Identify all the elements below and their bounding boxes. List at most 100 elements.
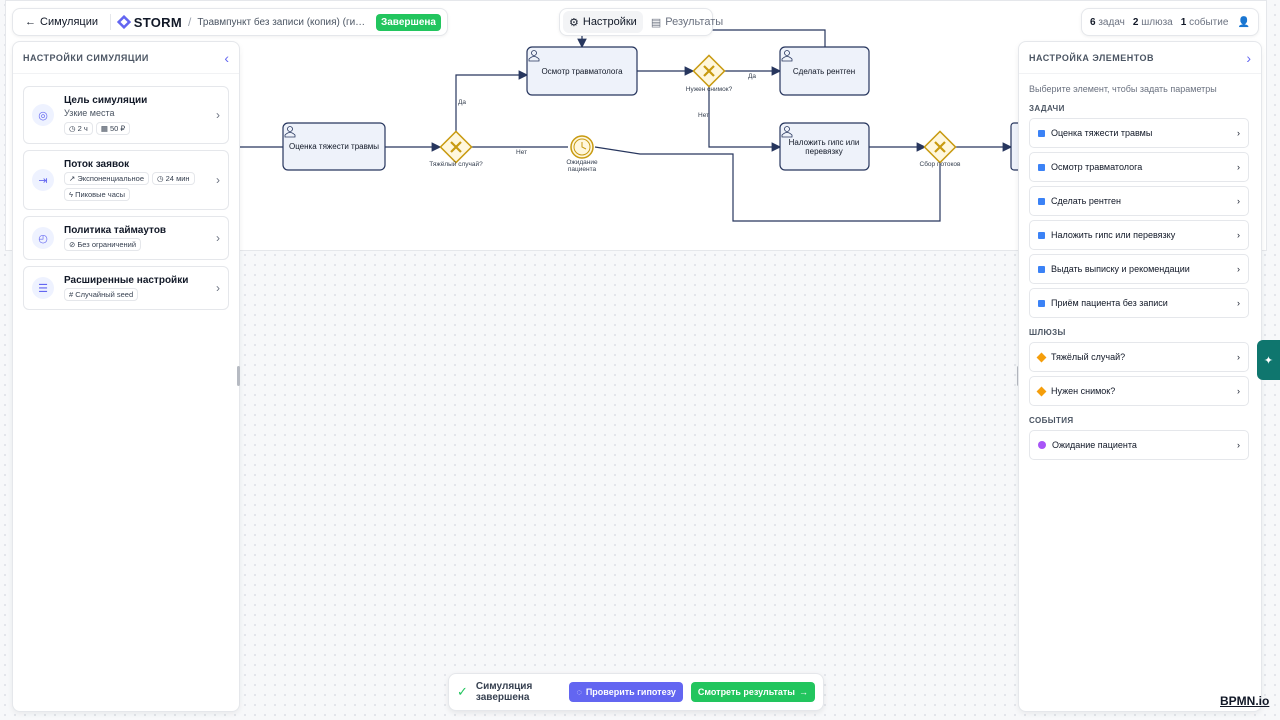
flow-label: Нет — [516, 149, 527, 156]
back-button[interactable]: ← Симуляции — [19, 16, 104, 28]
storm-logo[interactable]: STORM — [116, 14, 182, 30]
events-count: 1 событие — [1180, 16, 1229, 28]
tab-label: Результаты — [665, 16, 724, 28]
card-title: Политика таймаутов — [64, 225, 167, 236]
flow-line[interactable] — [594, 146, 941, 222]
collapse-left-icon[interactable]: ‹ — [224, 49, 229, 66]
chip-duration: ◷ 2 ч — [64, 122, 93, 135]
gateway-label: Нужен снимок? — [686, 86, 733, 93]
card-timeout-policy[interactable]: ◴ Политика таймаутов ⊘ Без ограничений › — [23, 216, 229, 260]
logo-text: STORM — [133, 14, 182, 30]
chevron-right-icon: › — [216, 281, 220, 295]
gateway-diamond-icon — [1036, 386, 1047, 396]
breadcrumb-separator: / — [188, 15, 192, 29]
section-tasks: ЗАДАЧИ — [1029, 104, 1065, 113]
task-square-icon — [1038, 197, 1045, 205]
bpmn-io-watermark[interactable]: BPMN.io — [1220, 694, 1270, 708]
section-gateways: ШЛЮЗЫ — [1029, 328, 1066, 337]
sparkle-icon: ✦ — [1263, 354, 1274, 367]
chevron-right-icon: › — [216, 231, 220, 245]
element-task-assess[interactable]: Оценка тяжести травмы› — [1029, 118, 1249, 148]
flow-line[interactable] — [708, 87, 782, 152]
chevron-right-icon: › — [216, 108, 220, 122]
chip-interval: ◷ 24 мин — [152, 172, 195, 185]
gateway-diamond-icon — [1036, 352, 1047, 362]
task-label: Сделать рентген — [793, 67, 855, 76]
check-hypothesis-button[interactable]: ◌ Проверить гипотезу — [569, 682, 683, 702]
divider — [110, 14, 111, 30]
gateways-count: 2 шлюза — [1132, 16, 1173, 28]
task-label: перевязку — [805, 147, 842, 156]
element-settings-panel: НАСТРОЙКА ЭЛЕМЕНТОВ › Выберите элемент, … — [1018, 41, 1262, 712]
lightbulb-icon: ◌ — [576, 687, 582, 697]
chip-random-seed: # Случайный seed — [64, 288, 139, 301]
top-bar: ← Симуляции STORM / Травмпункт без запис… — [12, 8, 448, 36]
task-square-icon — [1038, 299, 1045, 307]
task-traumatologist-exam[interactable]: Осмотр травматолога — [526, 46, 638, 96]
element-task-discharge[interactable]: Выдать выписку и рекомендации› — [1029, 254, 1249, 284]
section-events: СОБЫТИЯ — [1029, 416, 1074, 425]
task-square-icon — [1038, 163, 1045, 171]
storm-logo-icon — [116, 15, 131, 29]
chip-no-limits: ⊘ Без ограничений — [64, 238, 142, 251]
element-event-waiting[interactable]: Ожидание пациента› — [1029, 430, 1249, 460]
element-task-exam[interactable]: Осмотр травматолога› — [1029, 152, 1249, 182]
bar-chart-icon: ▤ — [650, 16, 662, 29]
ai-assistant-tab[interactable]: ✦ — [1257, 340, 1280, 380]
tab-settings[interactable]: ⚙ Настройки — [563, 11, 643, 33]
chevron-right-icon: › — [1237, 298, 1240, 308]
gateway-label: Тяжёлый случай? — [429, 160, 483, 168]
gateway-merge[interactable]: Сбор потоков — [920, 130, 961, 168]
timer-event[interactable]: Ожидание пациента — [566, 135, 598, 173]
breadcrumb[interactable]: Травмпункт без записи (копия) (гипотеза)… — [197, 16, 370, 28]
element-gateway-severe[interactable]: Тяжёлый случай?› — [1029, 342, 1249, 372]
card-subtitle: Узкие места — [64, 108, 115, 118]
task-cast-bandage[interactable]: Наложить гипс или перевязку — [779, 122, 870, 171]
panel-title: НАСТРОЙКА ЭЛЕМЕНТОВ — [1029, 52, 1155, 63]
tasks-count: 6 задач — [1090, 16, 1125, 28]
chevron-right-icon: › — [1237, 162, 1240, 172]
tab-label: Настройки — [582, 16, 637, 28]
collapse-right-icon[interactable]: › — [1246, 49, 1251, 66]
element-gateway-xray[interactable]: Нужен снимок?› — [1029, 376, 1249, 406]
mode-tabs: ⚙ Настройки ▤ Результаты — [559, 8, 723, 36]
card-advanced-settings[interactable]: ☰ Расширенные настройки # Случайный seed… — [23, 266, 229, 310]
chevron-right-icon: › — [1237, 196, 1240, 206]
card-simulation-goal[interactable]: ◎ Цель симуляции Узкие места ◷ 2 ч ▦ 50 … — [23, 86, 229, 144]
chevron-right-icon: › — [1237, 440, 1240, 450]
gateway-need-xray[interactable]: Нужен снимок? — [686, 54, 733, 93]
tab-results[interactable]: ▤ Результаты — [645, 11, 729, 33]
element-task-cast[interactable]: Наложить гипс или перевязку› — [1029, 220, 1249, 250]
card-title: Поток заявок — [64, 159, 130, 170]
chip-distribution: ↗ Экспоненциальное — [64, 172, 149, 185]
left-resize-handle[interactable] — [237, 366, 240, 386]
gateway-label: Сбор потоков — [920, 160, 961, 168]
task-square-icon — [1038, 265, 1045, 273]
element-task-reception[interactable]: Приём пациента без записи› — [1029, 288, 1249, 318]
card-title: Расширенные настройки — [64, 275, 189, 286]
user-task-icon — [284, 50, 793, 138]
view-results-button[interactable]: Смотреть результаты → — [690, 682, 815, 702]
task-square-icon — [1038, 129, 1045, 137]
panel-title: НАСТРОЙКИ СИМУЛЯЦИИ — [23, 52, 149, 63]
chevron-right-icon: › — [1237, 230, 1240, 240]
task-assess-injury[interactable]: Оценка тяжести травмы — [282, 122, 386, 171]
flow-label: Да — [748, 73, 756, 80]
target-icon: ◎ — [32, 104, 54, 126]
user-icon[interactable]: 👤 — [1237, 16, 1250, 28]
check-circle-icon: ✓ — [457, 684, 468, 699]
hint-text: Выберите элемент, чтобы задать параметры — [1029, 84, 1217, 94]
card-request-flow[interactable]: ⇥ Поток заявок ↗ Экспоненциальное ◷ 24 м… — [23, 150, 229, 210]
element-task-xray[interactable]: Сделать рентген› — [1029, 186, 1249, 216]
task-label: Наложить гипс или — [789, 138, 860, 147]
event-label: пациента — [568, 166, 597, 173]
gateway-severe-case[interactable]: Тяжёлый случай? — [429, 130, 483, 168]
flow-line[interactable] — [455, 70, 529, 132]
arrow-right-icon: → — [799, 687, 808, 697]
task-label: Осмотр травматолога — [541, 67, 623, 76]
chip-peak-hours: ϟ Пиковые часы — [64, 188, 131, 201]
status-text: Симуляция завершена — [475, 681, 533, 703]
flow-label: Да — [458, 99, 466, 106]
task-xray[interactable]: Сделать рентген — [779, 46, 870, 96]
